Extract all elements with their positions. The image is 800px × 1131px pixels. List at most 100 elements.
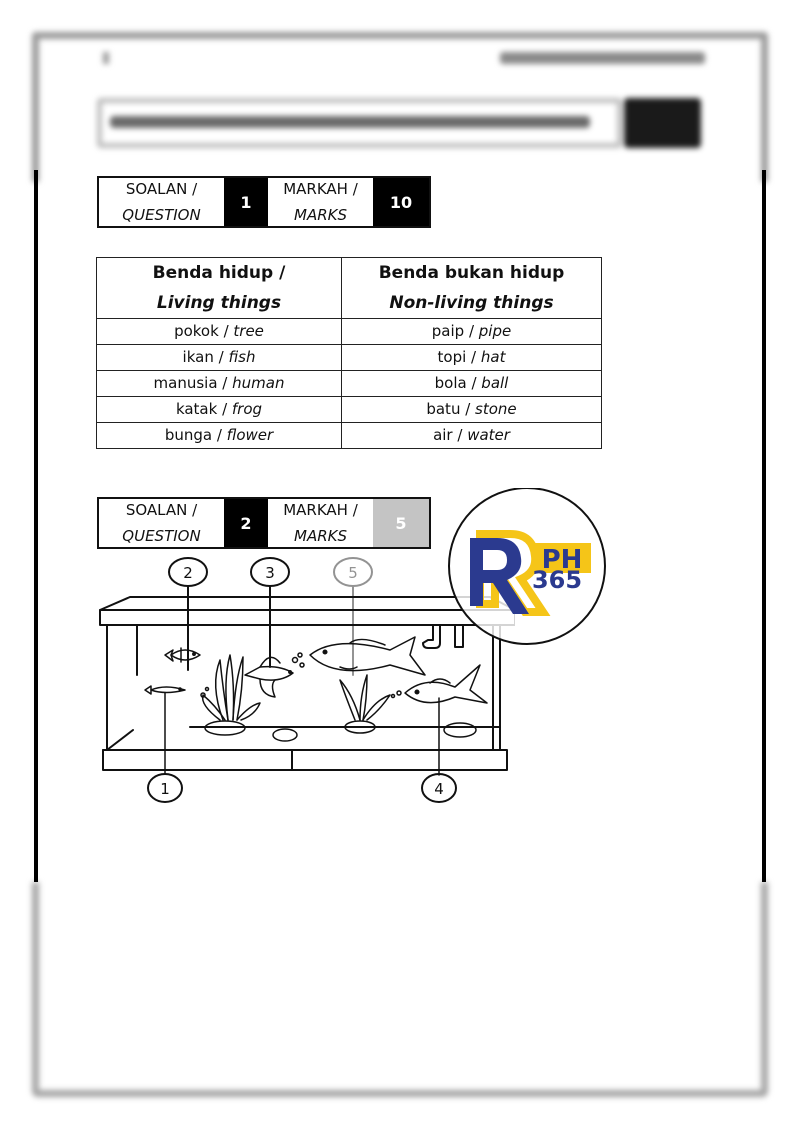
header-set-box bbox=[624, 98, 701, 148]
marks-value: 5 bbox=[373, 499, 429, 547]
aquarium-diagram: 2 3 5 1 bbox=[99, 557, 515, 803]
item-name-ms: batu bbox=[426, 400, 461, 418]
question-number: 2 bbox=[224, 499, 268, 547]
label-3: 3 bbox=[250, 557, 290, 668]
question-label-ms: SOALAN / bbox=[125, 501, 198, 519]
separator: / bbox=[466, 348, 481, 366]
svg-text:5: 5 bbox=[348, 564, 358, 582]
living-thing-cell: ikan / fish bbox=[96, 344, 342, 371]
separator: / bbox=[213, 348, 229, 366]
label-4: 4 bbox=[421, 773, 457, 803]
separator: / bbox=[464, 322, 479, 340]
item-name-ms: bunga bbox=[164, 426, 213, 444]
separator: / bbox=[212, 426, 227, 444]
question-label-ms: SOALAN / bbox=[125, 180, 198, 198]
logo-365-text: 365 bbox=[532, 566, 582, 594]
page-number-blurred bbox=[103, 52, 109, 64]
page-border-left bbox=[34, 170, 38, 882]
question-1-header: SOALAN / QUESTION 1 MARKAH / MARKS 10 bbox=[97, 176, 431, 228]
fish-1 bbox=[144, 685, 186, 774]
header-living: Benda hidup / Living things bbox=[96, 257, 342, 319]
fish-5 bbox=[309, 636, 426, 676]
living-thing-cell: bunga / flower bbox=[96, 422, 342, 449]
non-living-thing-cell: air / water bbox=[341, 422, 602, 449]
label-1: 1 bbox=[147, 773, 183, 803]
item-name-en: pipe bbox=[478, 322, 512, 340]
item-name-en: fish bbox=[228, 348, 256, 366]
svg-text:1: 1 bbox=[160, 780, 170, 798]
marks-value: 10 bbox=[373, 178, 429, 226]
question-label-en: QUESTION bbox=[122, 527, 201, 545]
page-border-right bbox=[762, 170, 766, 882]
question-label: SOALAN / QUESTION bbox=[99, 178, 224, 226]
separator: / bbox=[460, 400, 476, 418]
separator: / bbox=[218, 322, 234, 340]
separator: / bbox=[217, 374, 233, 392]
svg-text:2: 2 bbox=[183, 564, 193, 582]
marks-label-en: MARKS bbox=[294, 527, 347, 545]
header-living-en: Living things bbox=[156, 293, 282, 313]
marks-label-ms: MARKAH / bbox=[283, 501, 358, 519]
marks-label-en: MARKS bbox=[294, 206, 347, 224]
living-thing-cell: manusia / human bbox=[96, 370, 342, 397]
item-name-en: flower bbox=[226, 426, 274, 444]
non-living-thing-cell: bola / ball bbox=[341, 370, 602, 397]
question-2-header: SOALAN / QUESTION 2 MARKAH / MARKS 5 bbox=[97, 497, 431, 549]
item-name-en: water bbox=[467, 426, 510, 444]
separator: / bbox=[452, 426, 468, 444]
fish-2 bbox=[164, 647, 201, 663]
header-living-ms: Benda hidup / bbox=[152, 263, 286, 283]
label-5: 5 bbox=[333, 557, 373, 676]
item-name-ms: paip bbox=[431, 322, 465, 340]
paper-code-blurred bbox=[500, 52, 705, 64]
item-name-en: human bbox=[232, 374, 285, 392]
item-name-ms: topi bbox=[437, 348, 467, 366]
item-name-ms: pokok bbox=[174, 322, 219, 340]
living-thing-cell: katak / frog bbox=[96, 396, 342, 423]
header-non-living-en: Non-living things bbox=[389, 293, 554, 313]
svg-text:365: 365 bbox=[532, 566, 582, 594]
separator: / bbox=[217, 400, 232, 418]
fish-4 bbox=[390, 664, 488, 776]
non-living-thing-cell: paip / pipe bbox=[341, 318, 602, 345]
living-things-table: Benda hidup / Living things Benda bukan … bbox=[96, 257, 602, 449]
marks-label: MARKAH / MARKS bbox=[268, 178, 373, 226]
item-name-ms: air bbox=[433, 426, 453, 444]
question-label-en: QUESTION bbox=[122, 206, 201, 224]
item-name-ms: ikan bbox=[182, 348, 214, 366]
page-frame-bottom bbox=[32, 882, 768, 1097]
question-number: 1 bbox=[224, 178, 268, 226]
svg-text:3: 3 bbox=[265, 564, 275, 582]
page-frame-top bbox=[32, 32, 768, 182]
logo-ph-text: PH bbox=[533, 543, 591, 575]
fish-3 bbox=[244, 652, 305, 698]
marks-label: MARKAH / MARKS bbox=[268, 499, 373, 547]
header-non-living: Benda bukan hidup Non-living things bbox=[341, 257, 602, 319]
item-name-ms: katak bbox=[175, 400, 218, 418]
item-name-en: tree bbox=[233, 322, 264, 340]
item-name-ms: manusia bbox=[153, 374, 218, 392]
item-name-ms: bola bbox=[434, 374, 467, 392]
item-name-en: hat bbox=[480, 348, 506, 366]
living-thing-cell: pokok / tree bbox=[96, 318, 342, 345]
stones bbox=[272, 722, 477, 742]
non-living-thing-cell: batu / stone bbox=[341, 396, 602, 423]
non-living-thing-cell: topi / hat bbox=[341, 344, 602, 371]
item-name-en: ball bbox=[481, 374, 509, 392]
svg-text:4: 4 bbox=[434, 780, 444, 798]
item-name-en: stone bbox=[475, 400, 517, 418]
plant-right bbox=[339, 674, 391, 734]
marks-label-ms: MARKAH / bbox=[283, 180, 358, 198]
separator: / bbox=[466, 374, 482, 392]
rph365-watermark-logo: PH 365 bbox=[448, 488, 606, 645]
header-non-living-ms: Benda bukan hidup bbox=[378, 263, 565, 283]
svg-text:PH: PH bbox=[542, 545, 583, 575]
question-label: SOALAN / QUESTION bbox=[99, 499, 224, 547]
item-name-en: frog bbox=[231, 400, 263, 418]
table-header-row: Benda hidup / Living things Benda bukan … bbox=[96, 257, 602, 319]
